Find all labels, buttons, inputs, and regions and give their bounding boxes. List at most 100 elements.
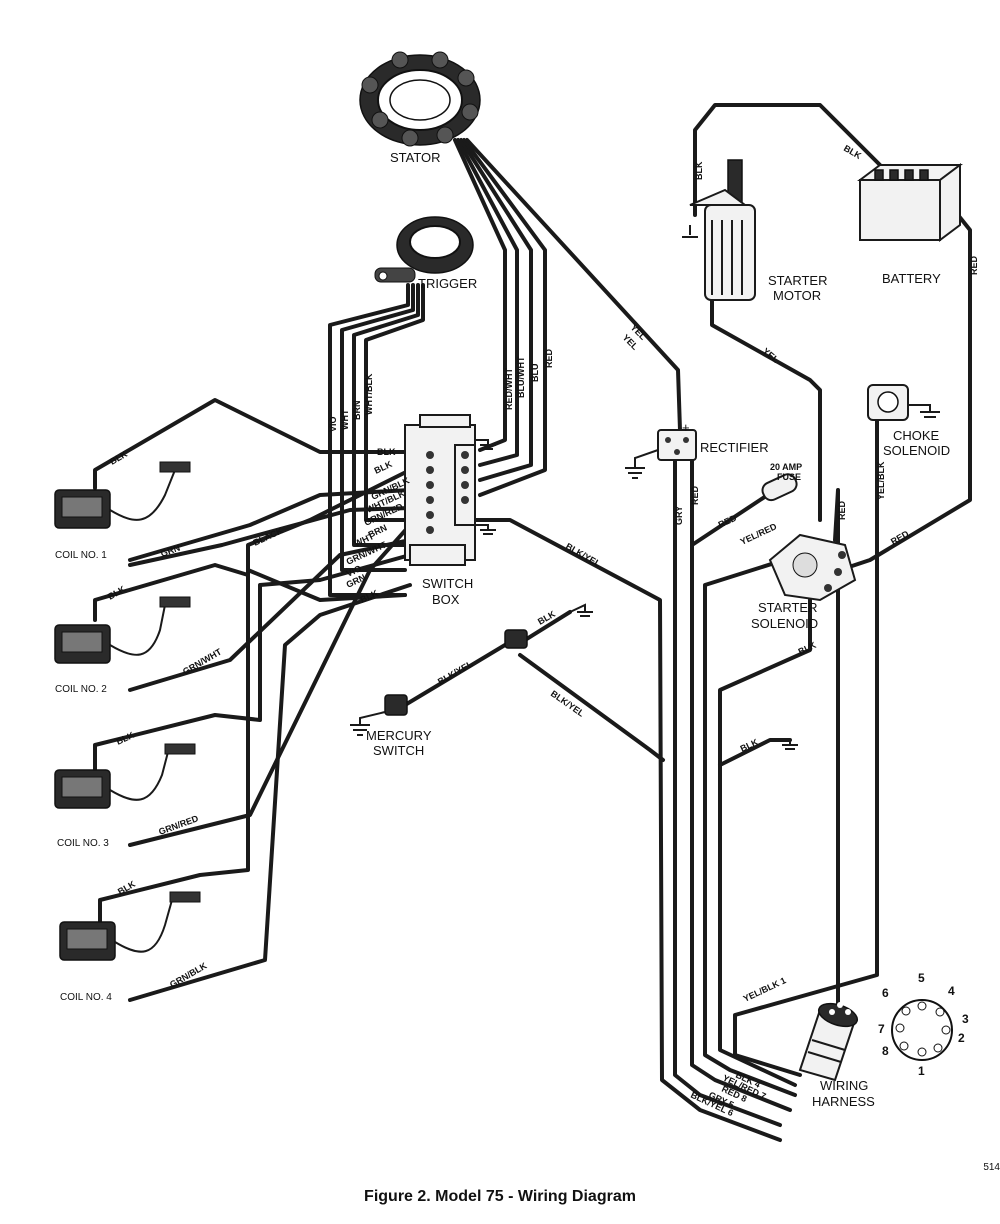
wire-brn-trig	[352, 283, 420, 547]
battery	[857, 163, 963, 242]
wire-black	[128, 488, 412, 562]
wl-sb-blk-1: BLK	[377, 447, 396, 457]
wire-gry	[673, 458, 782, 1127]
wl-red-batt: RED	[969, 255, 979, 275]
wire-blu-wht	[456, 138, 519, 467]
wire-c2-grn-wht	[128, 538, 412, 692]
starter-solenoid-label-1: STARTER	[758, 600, 817, 615]
pin-label-5: 5	[918, 971, 925, 985]
fuse-20-amp	[761, 473, 798, 502]
wl-black: BLACK	[252, 525, 285, 548]
mercury-switch-label-2: SWITCH	[373, 743, 424, 758]
rectifier-label: RECTIFIER	[700, 440, 769, 455]
stator-label: STATOR	[390, 150, 441, 165]
battery-label: BATTERY	[882, 271, 941, 286]
coil-3	[54, 743, 196, 809]
wire-blk-ground	[718, 738, 792, 767]
wire-yel-motor	[710, 293, 822, 522]
switch-box-label-2: BOX	[432, 592, 460, 607]
wl-red-wht: RED/WHT	[504, 368, 514, 410]
starter-solenoid	[768, 533, 857, 602]
wl-red-sol: RED	[837, 500, 847, 520]
coil-2	[54, 596, 191, 664]
wl-yel-blk: YEL/BLK	[876, 461, 886, 500]
wl-h-yel-blk-1: YEL/BLK 1	[742, 975, 788, 1004]
pin-label-3: 3	[962, 1012, 969, 1026]
wire-yel-red	[703, 553, 802, 1097]
wire-c3-blk	[93, 553, 412, 772]
bullet-connector	[504, 629, 528, 649]
wl-c3-blk: BLK	[115, 730, 136, 747]
starter-motor-label-1: STARTER	[768, 273, 827, 288]
wire-blk-motor	[693, 103, 882, 217]
starter-motor-label-2: MOTOR	[773, 288, 821, 303]
wl-wht-blk: WHT/BLK	[364, 373, 374, 415]
mercury-switch	[350, 694, 408, 736]
choke-solenoid	[867, 384, 940, 421]
wire-blk-yel-sb	[473, 518, 782, 1142]
wire-c3-grn-red	[128, 523, 412, 847]
page-number: 514	[983, 1162, 1000, 1173]
wire-c4-grn-blk	[128, 583, 412, 1002]
wl-blu: BLU	[530, 364, 540, 383]
choke-solenoid-label-1: CHOKE	[893, 428, 940, 443]
wl-wht: WHT	[340, 409, 350, 430]
wl-c2-grn-wht: GRN/WHT	[181, 646, 224, 676]
wl-c4-grn-blk: GRN/BLK	[168, 960, 209, 989]
wire-blk-merc	[523, 610, 572, 642]
rectifier	[625, 429, 697, 479]
wl-red: RED	[544, 348, 554, 368]
wl-c2-blk: BLK	[106, 584, 127, 602]
wl-gry: GRY	[674, 506, 684, 525]
stator	[359, 51, 481, 147]
harness-pin-diagram: 1 2 3 4 5 6 7 8	[878, 971, 969, 1078]
wire-red-harness	[690, 543, 792, 1112]
mercury-switch-label-1: MERCURY	[366, 728, 432, 743]
starter-solenoid-label-2: SOLENOID	[751, 616, 818, 631]
wire-blu	[459, 138, 533, 482]
trigger-label: TRIGGER	[418, 276, 477, 291]
wiring-harness-plug	[798, 1002, 859, 1082]
wl-blu-wht: BLU/WHT	[516, 356, 526, 398]
wire-vio	[328, 283, 410, 597]
wire-c1-grn	[128, 506, 412, 567]
wl-yel-red: YEL/RED	[739, 521, 779, 547]
coil-4	[59, 891, 201, 961]
wire-wht-blk-trig	[364, 283, 425, 522]
pin-label-2: 2	[958, 1031, 965, 1045]
wire-blk-yel-merc2	[518, 653, 665, 762]
wiring-harness-label-1: WIRING	[820, 1078, 868, 1093]
wiring-harness-label-2: HARNESS	[812, 1094, 875, 1109]
coil-1	[54, 461, 191, 529]
wire-yel-stator	[465, 138, 682, 432]
wire-red-batt	[838, 203, 972, 572]
wl-red-rect: RED	[690, 485, 700, 505]
wl-sb-blk-2: BLK	[373, 459, 394, 476]
switch-box-label-1: SWITCH	[422, 576, 473, 591]
ground-symbols	[475, 439, 798, 750]
wire-yel-blk	[733, 418, 879, 1077]
fuse-label-2: FUSE	[777, 472, 801, 482]
wl-brn: BRN	[352, 401, 362, 421]
choke-solenoid-label-2: SOLENOID	[883, 443, 950, 458]
starter-motor	[682, 159, 756, 301]
wire-c4-blk	[98, 568, 407, 930]
figure-caption: Figure 2. Model 75 - Wiring Diagram	[364, 1188, 636, 1205]
wl-vio: VIO	[328, 416, 338, 432]
pin-label-8: 8	[882, 1044, 889, 1058]
wire-c1-blk	[93, 398, 410, 490]
wire-blk-yel-merc	[403, 643, 507, 707]
wl-blk-sol: BLK	[797, 640, 818, 657]
pin-label-1: 1	[918, 1064, 925, 1078]
rectifier-plus: +	[682, 420, 690, 435]
wl-blk-motor: BLK	[694, 161, 704, 180]
pin-label-4: 4	[948, 984, 955, 998]
coil-2-label: COIL NO. 2	[55, 684, 107, 695]
wl-blk-yel-3: BLK/YEL	[549, 688, 587, 719]
wire-red	[462, 138, 547, 497]
coil-3-label: COIL NO. 3	[57, 838, 109, 849]
fuse-label-1: 20 AMP	[770, 462, 802, 472]
trigger	[374, 216, 474, 283]
coil-4-label: COIL NO. 4	[60, 992, 112, 1003]
